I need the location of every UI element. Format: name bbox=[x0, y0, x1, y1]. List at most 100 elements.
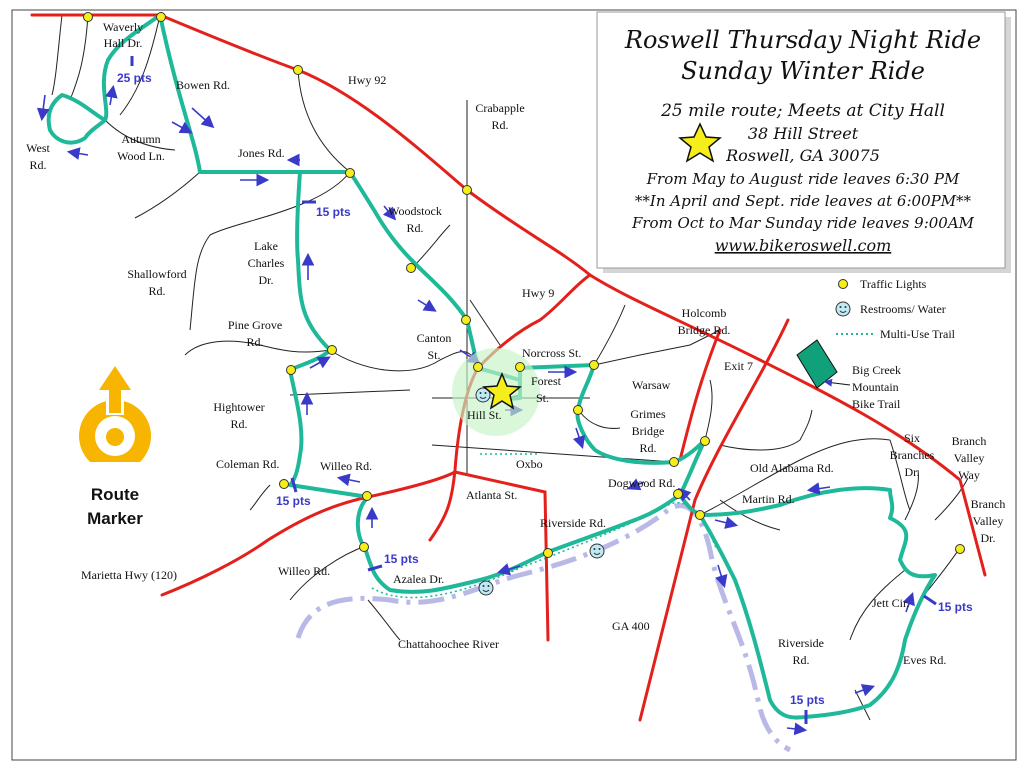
label-azalea: Azalea Dr. bbox=[393, 572, 444, 586]
label-six-branches: Branches bbox=[890, 448, 935, 462]
title-line2: Sunday Winter Ride bbox=[681, 57, 925, 85]
label-forest: Forest bbox=[531, 374, 562, 388]
label-jett: Jett Cir. bbox=[872, 596, 909, 610]
map-frame bbox=[11, 9, 1017, 761]
label-west: West bbox=[26, 141, 50, 155]
label-waverly: Hall Dr. bbox=[104, 36, 143, 50]
label-marietta: Marietta Hwy (120) bbox=[81, 568, 177, 582]
label-forest: St. bbox=[536, 391, 549, 405]
label-pine-grove: Rd. bbox=[246, 335, 263, 349]
label-autumn: Wood Ln. bbox=[117, 149, 165, 163]
website-link[interactable]: www.bikeroswell.com bbox=[715, 236, 892, 255]
multi-use-trail bbox=[371, 453, 717, 599]
label-norcross: Norcross St. bbox=[522, 346, 581, 360]
label-six-branches: Six bbox=[904, 431, 920, 445]
route-info: 25 mile route; Meets at City Hall bbox=[660, 101, 945, 121]
points-label: 25 pts bbox=[117, 71, 152, 85]
label-crabapple: Rd. bbox=[491, 118, 508, 132]
title-block bbox=[596, 11, 1011, 273]
label-big-creek: Mountain bbox=[852, 380, 899, 394]
address-city: Roswell, GA 30075 bbox=[725, 146, 880, 165]
label-big-creek: Bike Trail bbox=[852, 397, 901, 411]
chattahoochee-river bbox=[295, 503, 792, 753]
label-atlanta: Atlanta St. bbox=[466, 488, 517, 502]
restroom-icon bbox=[835, 301, 851, 317]
label-riverside-2: Rd. bbox=[792, 653, 809, 667]
label-old-alabama: Old Alabama Rd. bbox=[750, 461, 834, 475]
label-branch-valley-way: Valley bbox=[954, 451, 985, 465]
label-riverside-2: Riverside bbox=[778, 636, 824, 650]
points-label: 15 pts bbox=[938, 600, 973, 614]
label-big-creek: Big Creek bbox=[852, 363, 901, 377]
local-roads bbox=[51, 14, 969, 721]
schedule-oct-mar: From Oct to Mar Sunday ride leaves 9:00A… bbox=[631, 214, 975, 232]
label-warsaw: Warsaw bbox=[632, 378, 671, 392]
route-marker-label-2: Marker bbox=[87, 509, 143, 528]
points-label: 15 pts bbox=[276, 494, 311, 508]
big-creek-trail-icon bbox=[796, 339, 851, 389]
label-willeo-2: Willeo Rd. bbox=[278, 564, 330, 578]
label-dogwood: Dogwood Rd. bbox=[608, 476, 675, 490]
label-branch-valley-dr: Valley bbox=[973, 514, 1004, 528]
road-labels: Waverly Hall Dr. Bowen Rd. Hwy 92 Crabap… bbox=[26, 20, 1005, 667]
label-jones: Jones Rd. bbox=[238, 146, 285, 160]
label-ga400: GA 400 bbox=[612, 619, 650, 633]
label-exit7: Exit 7 bbox=[724, 359, 753, 373]
title-line1: Roswell Thursday Night Ride bbox=[624, 26, 981, 54]
label-bowen: Bowen Rd. bbox=[176, 78, 230, 92]
label-hightower: Rd. bbox=[230, 417, 247, 431]
label-west: Rd. bbox=[29, 158, 46, 172]
address-street: 38 Hill Street bbox=[748, 124, 859, 143]
route-marker-icon bbox=[75, 366, 155, 476]
label-grimes: Rd. bbox=[639, 441, 656, 455]
label-willeo: Willeo Rd. bbox=[320, 459, 372, 473]
points-label: 15 pts bbox=[384, 552, 419, 566]
schedule-may-aug: From May to August ride leaves 6:30 PM bbox=[646, 170, 960, 188]
label-hightower: Hightower bbox=[213, 400, 264, 414]
legend-restrooms: Restrooms/ Water bbox=[860, 302, 946, 316]
highways bbox=[30, 13, 987, 722]
label-branch-valley-dr: Branch bbox=[971, 497, 1006, 511]
label-shallowford: Rd. bbox=[148, 284, 165, 298]
label-autumn: Autumn bbox=[121, 132, 160, 146]
label-pine-grove: Pine Grove bbox=[228, 318, 282, 332]
route-marker-label-1: Route bbox=[91, 485, 139, 504]
label-holcomb: Holcomb bbox=[682, 306, 727, 320]
label-coleman: Coleman Rd. bbox=[216, 457, 279, 471]
points-label: 15 pts bbox=[316, 205, 351, 219]
title-star-icon bbox=[678, 122, 722, 163]
label-lake-charles: Lake bbox=[254, 239, 278, 253]
label-woodstock: Rd. bbox=[406, 221, 423, 235]
label-riverside: Riverside Rd. bbox=[540, 516, 606, 530]
label-holcomb: Bridge Rd. bbox=[678, 323, 731, 337]
direction-arrows bbox=[36, 84, 915, 736]
label-waverly: Waverly bbox=[103, 20, 143, 34]
label-eves: Eves Rd. bbox=[903, 653, 946, 667]
label-chattahoochee: Chattahoochee River bbox=[398, 637, 499, 651]
label-six-branches: Dr. bbox=[905, 465, 920, 479]
label-woodstock: Woodstock bbox=[388, 204, 442, 218]
label-hill-st: Hill St. bbox=[467, 408, 502, 422]
traffic-light-icon bbox=[838, 279, 848, 289]
label-crabapple: Crabapple bbox=[475, 101, 524, 115]
label-grimes: Grimes bbox=[630, 407, 666, 421]
label-branch-valley-dr: Dr. bbox=[981, 531, 996, 545]
label-oxbo: Oxbo bbox=[516, 457, 543, 471]
label-lake-charles: Dr. bbox=[259, 273, 274, 287]
schedule-apr-sep: **In April and Sept. ride leaves at 6:00… bbox=[635, 192, 972, 210]
label-canton: St. bbox=[427, 348, 440, 362]
label-grimes: Bridge bbox=[632, 424, 665, 438]
legend: Traffic Lights Restrooms/ Water Multi-Us… bbox=[835, 277, 956, 341]
city-hall-star-icon bbox=[482, 372, 522, 410]
legend-trail: Multi-Use Trail bbox=[880, 327, 956, 341]
legend-traffic: Traffic Lights bbox=[860, 277, 927, 291]
traffic-lights bbox=[83, 12, 965, 558]
point-ticks bbox=[130, 56, 937, 724]
label-martin: Martin Rd. bbox=[742, 492, 795, 506]
label-hwy9: Hwy 9 bbox=[522, 286, 554, 300]
label-canton: Canton bbox=[417, 331, 452, 345]
points-label: 15 pts bbox=[790, 693, 825, 707]
restroom-icons bbox=[475, 387, 605, 596]
